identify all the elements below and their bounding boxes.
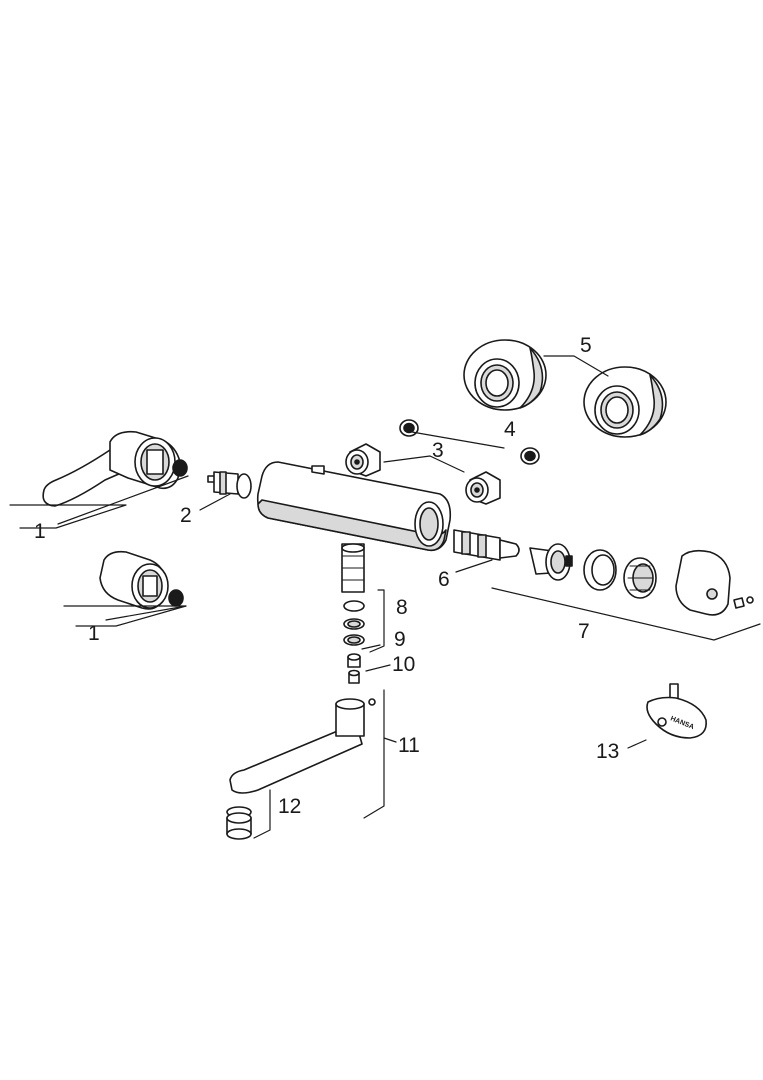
- part-4-washer-left: [399, 419, 419, 437]
- part-3-connector-right: [465, 471, 501, 505]
- part-2-cartridge: [207, 471, 252, 499]
- part-1-lever-handle: [42, 430, 188, 507]
- label-8: 8: [396, 596, 408, 619]
- label-2: 2: [180, 504, 192, 527]
- label-10: 10: [392, 653, 415, 676]
- part-5-wall-cover-left: [463, 339, 547, 411]
- label-5: 5: [580, 334, 592, 357]
- label-11: 11: [398, 734, 420, 757]
- label-1-top: 1: [34, 520, 46, 543]
- part-8-spout-union: [341, 543, 365, 593]
- part-11-spout: [229, 698, 376, 794]
- part-4-washer-right: [520, 447, 540, 465]
- label-6: 6: [438, 568, 450, 591]
- part-5-wall-cover-right: [583, 366, 667, 438]
- part-7-ring: [583, 549, 617, 591]
- label-12: 12: [278, 795, 301, 818]
- callout-labels: 1 1 2 3 4 5 6 7 8 9 10 11 12 13: [34, 334, 619, 818]
- part-3-connector-left: [345, 443, 381, 477]
- part-7-bushing: [529, 543, 573, 581]
- label-9: 9: [394, 628, 406, 651]
- mixer-body: [256, 461, 452, 552]
- part-12-aerator: [226, 806, 252, 840]
- label-3: 3: [432, 439, 444, 462]
- part-1-handle-short: [99, 550, 184, 610]
- part-6-thermostat-cartridge: [453, 529, 520, 561]
- part-7-thermostat-knob: [675, 549, 754, 616]
- label-1-bottom: 1: [88, 622, 100, 645]
- leader-lines: [9, 355, 761, 839]
- part-8-seals: [343, 600, 365, 646]
- part-13-service-key: HANSA: [646, 683, 707, 739]
- part-7-stop-ring: [623, 557, 657, 599]
- label-13: 13: [596, 740, 619, 763]
- label-4: 4: [504, 418, 516, 441]
- part-10-nipple: [347, 653, 361, 684]
- label-7: 7: [578, 620, 590, 643]
